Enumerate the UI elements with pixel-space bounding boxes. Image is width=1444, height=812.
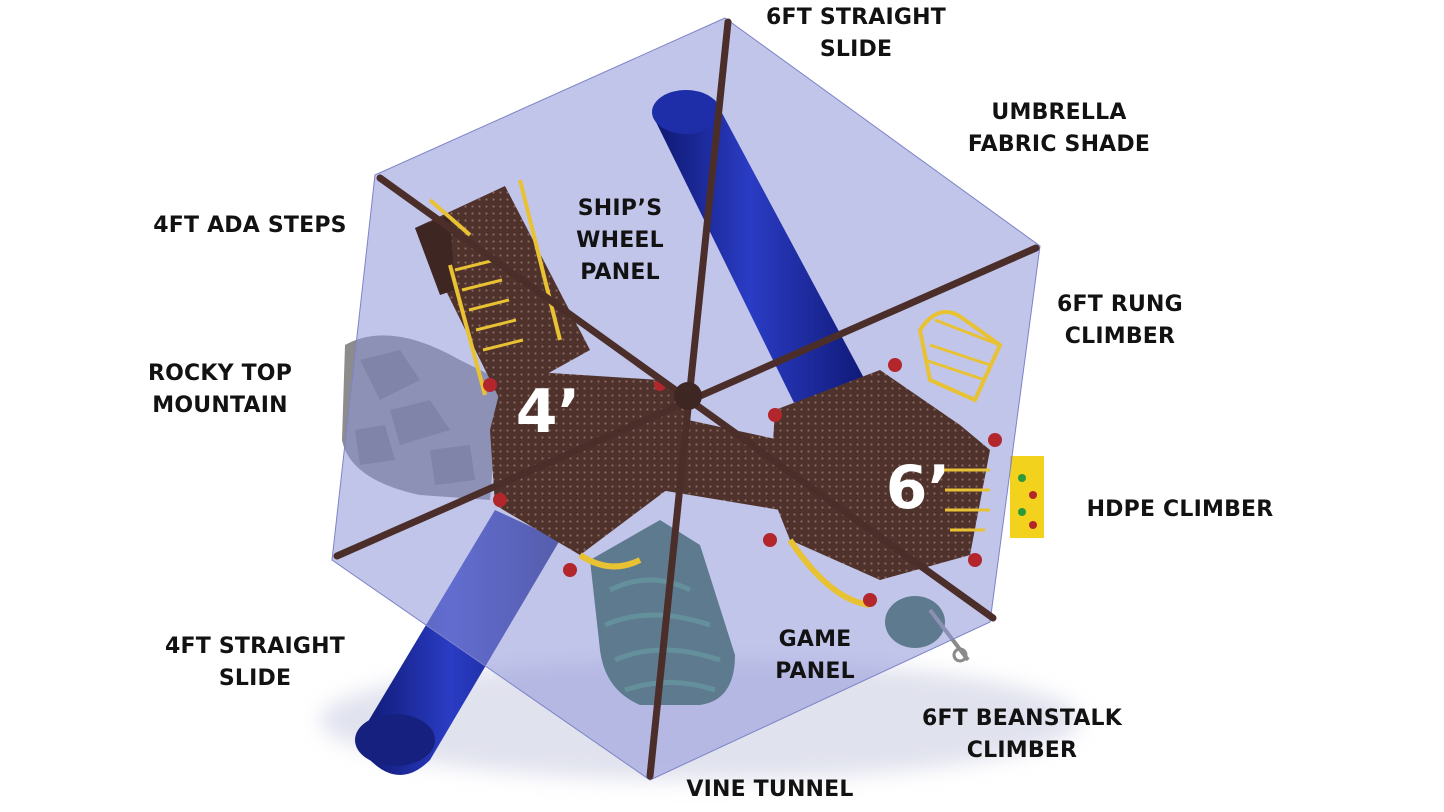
post-clamps: [483, 358, 1002, 607]
bridge: [660, 415, 780, 510]
label-umbrella-fabric-shade: UMBRELLA FABRIC SHADE: [967, 100, 1151, 157]
label-4ft-straight-slide: 4FT STRAIGHT SLIDE: [165, 634, 345, 691]
slide-6ft: [652, 90, 865, 416]
label-6ft-straight-slide: 6FT STRAIGHT SLIDE: [766, 5, 946, 62]
hdpe-climber: [1010, 456, 1044, 538]
deck-height-4ft: 4’: [516, 377, 581, 447]
label-vine-tunnel: VINE TUNNEL: [686, 777, 854, 802]
rung-climber: [917, 310, 1003, 403]
label-rocky-top-mountain: ROCKY TOP MOUNTAIN: [147, 361, 293, 418]
deck-height-6ft: 6’: [886, 453, 951, 523]
ada-steps: [415, 179, 590, 400]
deck-6ft: [770, 370, 990, 580]
deck-4ft: [490, 370, 690, 555]
label-hdpe-climber: HDPE CLIMBER: [1086, 497, 1274, 522]
label-game-panel: GAME PANEL: [775, 627, 855, 684]
label-ships-wheel-panel: SHIP’S WHEEL PANEL: [576, 196, 664, 285]
label-6ft-rung-climber: 6FT RUNG CLIMBER: [1057, 292, 1183, 349]
label-6ft-beanstalk-climber: 6FT BEANSTALK CLIMBER: [921, 706, 1123, 763]
label-4ft-ada-steps: 4FT ADA STEPS: [153, 213, 347, 238]
umbrella-hub: [674, 382, 702, 410]
